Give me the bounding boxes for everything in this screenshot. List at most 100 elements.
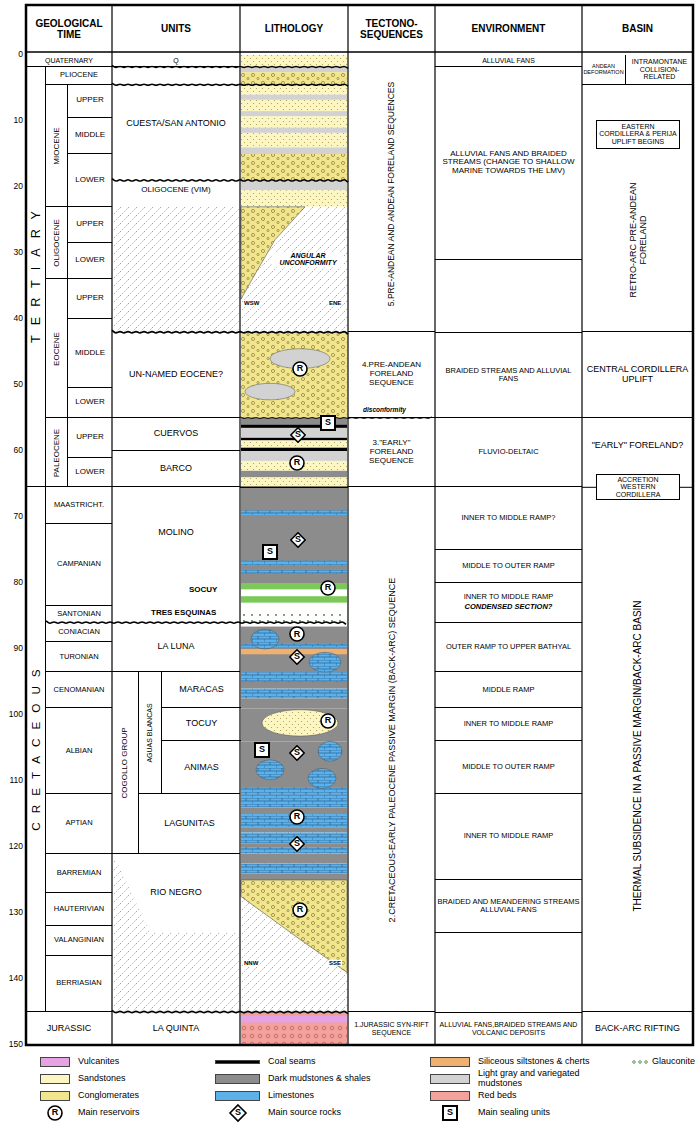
symbol-outline bbox=[292, 902, 308, 918]
environment-cell: INNER TO MIDDLE RAMP? bbox=[435, 487, 582, 550]
sequence-cell: 5.PRE-ANDEAN AND ANDEAN FORELAND SEQUENC… bbox=[348, 55, 435, 332]
cell-label: ANIMAS bbox=[184, 763, 219, 773]
source-rock-symbol: S bbox=[290, 427, 306, 443]
cell-label: 3."EARLY" FORELAND SEQUENCE bbox=[350, 439, 433, 465]
cell-label: APTIAN bbox=[65, 819, 92, 827]
cell-label: S bbox=[295, 535, 301, 545]
age-tick: 130 bbox=[1, 908, 23, 917]
cell-label: MIDDLE RAMP bbox=[482, 686, 534, 694]
cell-label: JURASSIC bbox=[47, 1024, 92, 1034]
cell-label: CONDENSED SECTION? bbox=[465, 603, 553, 611]
cell-label: 1.JURASSIC SYN-RIFT SEQUENCE bbox=[350, 1021, 433, 1036]
unit-cell: CUERVOS bbox=[112, 418, 240, 451]
environment-cell: ALLUVIAL FANS AND BRAIDED STREAMS (CHANG… bbox=[435, 67, 582, 260]
legend-swatch bbox=[40, 1074, 70, 1084]
legend-label: Siliceous siltstones & cherts bbox=[478, 1057, 590, 1067]
basin-cell: INTRAMONTANE COLLISION-RELATED bbox=[626, 55, 693, 85]
unit-cell: TOCUY bbox=[161, 708, 241, 741]
cell-label: LOWER bbox=[75, 398, 104, 407]
cell-label: ALBIAN bbox=[66, 747, 93, 755]
cell-label: OUTER RAMP TO UPPER BATHYAL bbox=[446, 643, 571, 651]
unconformity-line bbox=[46, 65, 432, 1013]
cell-label: BASIN bbox=[622, 23, 653, 34]
vertical-label: CRETACEOUS bbox=[29, 486, 42, 1014]
cell-label: UPPER bbox=[76, 96, 104, 105]
legend-swatch bbox=[40, 1057, 70, 1067]
column-header: UNITS bbox=[112, 5, 240, 52]
legend-symbols bbox=[48, 1061, 647, 1121]
symbol-outline bbox=[290, 532, 306, 548]
legend-label: Dark mudstones & shales bbox=[268, 1074, 371, 1084]
cell-label: EASTERN CORDILLERA & PERIJA UPLIFT BEGIN… bbox=[599, 123, 677, 146]
cell-label: BRAIDED AND MEANDERING STREAMS ALLUVIAL … bbox=[437, 898, 580, 915]
cell-label: S bbox=[295, 430, 301, 440]
age-tick: 70 bbox=[1, 512, 23, 521]
lithology-column bbox=[241, 55, 347, 1045]
legend-swatch bbox=[430, 1091, 470, 1101]
time-cell: ALBIAN bbox=[46, 708, 112, 794]
cell-label: ANDEAN DEFORMATION bbox=[583, 63, 623, 75]
environment-cell: MIDDLE RAMP bbox=[435, 672, 582, 708]
unit-cell: BARCO bbox=[112, 451, 240, 487]
time-cell: BERRIASIAN bbox=[46, 956, 112, 1012]
cell-label: LOWER bbox=[75, 176, 104, 185]
cell-label: S bbox=[294, 748, 300, 758]
cell-label: ALLUVIAL FANS,BRAIDED STREAMS AND VOLCAN… bbox=[437, 1021, 580, 1036]
column-header: BASIN bbox=[582, 5, 693, 52]
symbol-outline bbox=[320, 713, 336, 729]
time-cell: UPPER bbox=[68, 85, 112, 118]
age-tick: 110 bbox=[1, 776, 23, 785]
cell-label: INTRAMONTANE COLLISION-RELATED bbox=[628, 58, 691, 81]
unit-cell: RIO NEGRO bbox=[112, 854, 240, 933]
cell-label: BARCO bbox=[160, 464, 192, 474]
age-tick: 0 bbox=[1, 50, 23, 59]
annotation: TRES ESQUINAS bbox=[150, 609, 217, 618]
cell-label: TOCUY bbox=[186, 719, 217, 729]
time-cell: BARREMIAN bbox=[46, 854, 112, 894]
legend-label: Main sealing units bbox=[478, 1108, 550, 1118]
legend-swatch bbox=[40, 1091, 70, 1101]
cell-label: MIDDLE bbox=[75, 131, 105, 140]
vertical-label: THERMAL SUBSIDENCE IN A PASSIVE MARGIN/B… bbox=[632, 504, 644, 1010]
unit-cell: LA LUNA bbox=[112, 623, 240, 673]
cell-label: S bbox=[294, 839, 300, 849]
vertical-label: AGUAS BLANCAS bbox=[146, 678, 154, 788]
cell-label: RIO NEGRO bbox=[148, 888, 204, 898]
source-rock-symbol: S bbox=[289, 649, 305, 665]
basin-cell: CENTRAL CORDILLERA UPLIFT bbox=[582, 332, 693, 418]
time-cell: APTIAN bbox=[46, 794, 112, 853]
annotation: disconformity bbox=[362, 407, 407, 414]
seal-symbol: S bbox=[254, 742, 270, 758]
cell-label: BRAIDED STREAMS AND ALLUVIAL FANS bbox=[437, 367, 580, 384]
source-rock-symbol: S bbox=[289, 745, 305, 761]
age-tick: 90 bbox=[1, 644, 23, 653]
legend-label: Main source rocks bbox=[268, 1108, 341, 1118]
symbol-outline bbox=[262, 544, 278, 560]
symbol-outline bbox=[290, 427, 306, 443]
cell-label: R bbox=[294, 458, 301, 468]
annotation: WSW bbox=[243, 299, 260, 306]
cell-label: Q bbox=[173, 57, 178, 65]
cell-label: "EARLY" FORELAND? bbox=[592, 441, 684, 451]
cell-label: S bbox=[267, 547, 273, 557]
sequence-cell: 1.JURASSIC SYN-RIFT SEQUENCE bbox=[348, 1012, 435, 1045]
annotation: ENE bbox=[328, 299, 342, 306]
column-header: TECTONO-SEQUENCES bbox=[348, 5, 435, 52]
time-cell: QUATERNARY bbox=[26, 55, 112, 67]
basin-cell: ANDEAN DEFORMATION bbox=[582, 55, 626, 85]
legend-swatch bbox=[430, 1057, 470, 1067]
time-cell: UPPER bbox=[68, 418, 112, 458]
cell-label: HAUTERIVIAN bbox=[54, 905, 104, 913]
cell-label: GEOLOGICAL TIME bbox=[28, 18, 110, 40]
symbol-outline bbox=[289, 626, 305, 642]
legend-swatch bbox=[215, 1091, 260, 1101]
sequence-cell: 2.CRETACEOUS-EARLY PALEOCENE PASSIVE MAR… bbox=[348, 487, 435, 1012]
environment-cell: INNER TO MIDDLE RAMP bbox=[435, 794, 582, 880]
basin-cell: ACCRETION WESTERN CORDILLERA bbox=[596, 474, 680, 500]
time-cell: PLIOCENE bbox=[46, 67, 112, 85]
vertical-label: MIOCENE bbox=[52, 88, 61, 204]
vertical-label: EOCENE bbox=[52, 282, 61, 415]
time-cell: HAUTERIVIAN bbox=[46, 893, 112, 926]
source-rock-symbol: S bbox=[289, 836, 305, 852]
vertical-label: 2.CRETACEOUS-EARLY PALEOCENE PASSIVE MAR… bbox=[386, 490, 396, 1009]
